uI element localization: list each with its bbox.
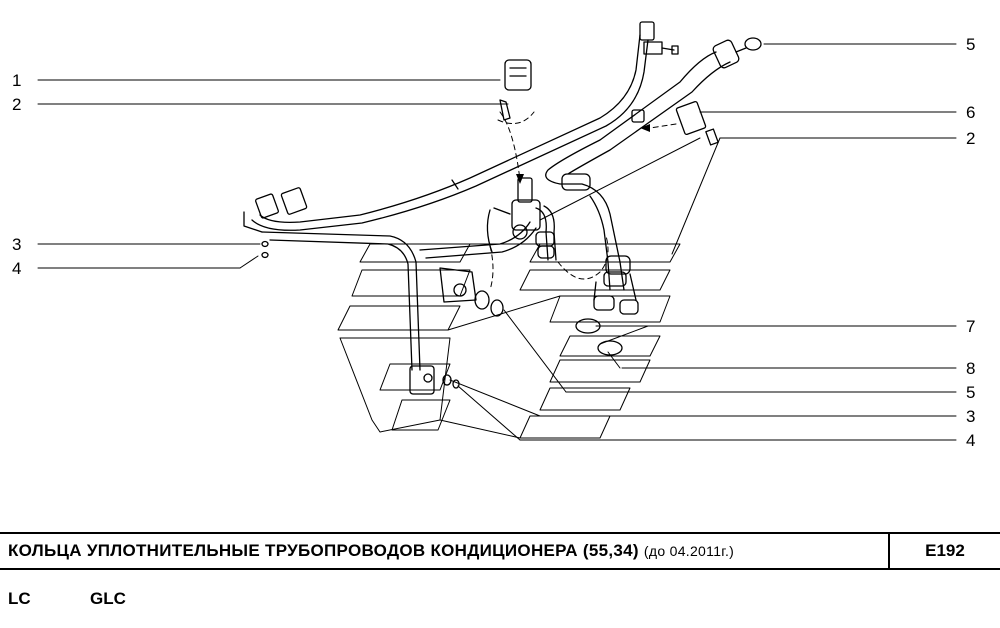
diagram-title: КОЛЬЦА УПЛОТНИТЕЛЬНЫЕ ТРУБОПРОВОДОВ КОНД… <box>8 541 734 561</box>
arrowheads <box>516 124 650 184</box>
callout-left-1: 1 <box>12 71 21 90</box>
title-divider <box>888 534 890 568</box>
callout-numbers: 1 2 3 4 5 6 2 7 8 5 3 4 <box>12 35 975 450</box>
callout-right-7: 7 <box>966 317 975 336</box>
callout-right-6: 6 <box>966 103 975 122</box>
callout-left-3: 3 <box>12 235 21 254</box>
title-block: КОЛЬЦА УПЛОТНИТЕЛЬНЫЕ ТРУБОПРОВОДОВ КОНД… <box>0 532 1000 570</box>
left-ac-pipe <box>243 21 679 395</box>
model-lc: LC <box>8 589 31 608</box>
leader-lines <box>37 43 957 441</box>
callout-right-5: 5 <box>966 35 975 54</box>
parts-diagram: 1 2 3 4 5 6 2 7 8 5 3 4 <box>12 21 975 450</box>
expansion-valve <box>486 177 557 261</box>
callout-right-3: 3 <box>966 407 975 426</box>
diagram-code: E192 <box>925 541 965 560</box>
body-panel-outline <box>337 243 681 439</box>
title-date-note: (до 04.2011г.) <box>643 543 735 559</box>
title-main: КОЛЬЦА УПЛОТНИТЕЛЬНЫЕ ТРУБОПРОВОДОВ КОНД… <box>8 541 639 560</box>
model-list: LC GLC <box>0 589 1000 613</box>
model-glc: GLC <box>90 589 126 608</box>
callout-right-8: 8 <box>966 359 975 378</box>
callout-right-5b: 5 <box>966 383 975 402</box>
callout-left-4: 4 <box>12 259 21 278</box>
right-ac-hose <box>499 39 747 315</box>
callout-left-2: 2 <box>12 95 21 114</box>
assembly-dashed-lines <box>489 111 677 291</box>
callout-right-2: 2 <box>966 129 975 148</box>
callout-right-4: 4 <box>966 431 975 450</box>
